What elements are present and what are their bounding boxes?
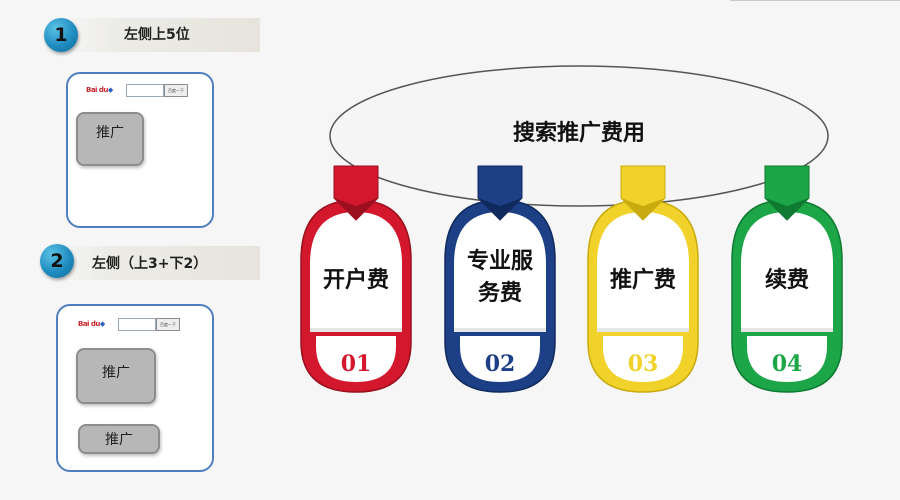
step-2-bar — [52, 246, 260, 280]
tag-number: 01 — [341, 351, 372, 377]
tag-divider — [454, 328, 546, 332]
baidu-logo-icon: Bai du◆ — [86, 86, 113, 94]
diagram-title: 搜索推广费用 — [513, 120, 645, 146]
tag-label: 开户费 — [323, 267, 389, 293]
tag-number-panel — [316, 336, 396, 382]
tag-label: 续费 — [765, 267, 809, 293]
step-2-badge: 2 — [40, 244, 74, 278]
tag-hanger-shadow — [334, 198, 378, 220]
tag-label: 推广费 — [610, 267, 676, 293]
tag-number: 02 — [485, 351, 516, 377]
mock-search-input — [126, 84, 164, 97]
tag-hanger-shadow — [478, 198, 522, 220]
mock-search-button: 百度一下 — [156, 318, 180, 331]
tag-number-panel — [603, 336, 683, 382]
tag-number: 03 — [628, 351, 659, 377]
promo-block-top: 推广 — [76, 112, 144, 166]
step-1-bar — [60, 18, 260, 52]
promo-block-bottom: 推广 — [78, 424, 160, 454]
tag-hanger-shadow — [621, 198, 665, 220]
tag-number-panel — [460, 336, 540, 382]
tag-divider — [741, 328, 833, 332]
tag-inner-panel — [454, 212, 546, 330]
cost-item-01: 开户费 01 — [300, 165, 412, 393]
mock-search-button: 百度一下 — [164, 84, 188, 97]
tag-inner-panel — [597, 212, 689, 330]
step-2-label: 左侧（上3+下2） — [92, 256, 208, 272]
tag-hanger-shadow — [765, 198, 809, 220]
tag-number-panel — [747, 336, 827, 382]
tag-inner-panel — [310, 212, 402, 330]
top-divider — [730, 0, 900, 1]
title-ellipse — [329, 65, 829, 207]
tag-label-line-1: 专业服 — [467, 248, 534, 274]
mock-search-input — [118, 318, 156, 331]
cost-item-03: 推广费 03 — [587, 165, 699, 393]
tag-number: 04 — [772, 351, 803, 377]
browser-mock-1: Bai du◆ 百度一下 推广 — [66, 72, 214, 228]
tag-divider — [597, 328, 689, 332]
step-1-label: 左侧上5位 — [124, 27, 190, 43]
cost-item-04: 续费 04 — [731, 165, 843, 393]
promo-block-top: 推广 — [76, 348, 156, 404]
baidu-logo-icon: Bai du◆ — [78, 320, 105, 328]
browser-mock-2: Bai du◆ 百度一下 推广 推广 — [56, 304, 214, 472]
step-1-badge: 1 — [44, 18, 78, 52]
tag-inner-panel — [741, 212, 833, 330]
tag-divider — [310, 328, 402, 332]
tag-label-line-2: 务费 — [478, 281, 522, 306]
